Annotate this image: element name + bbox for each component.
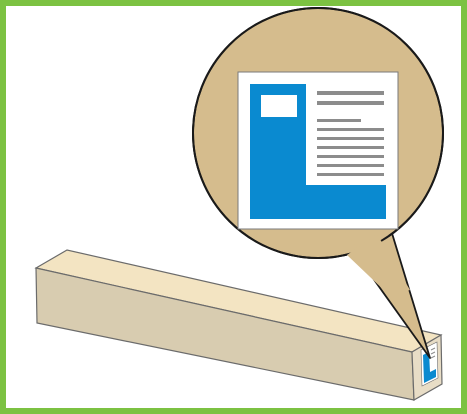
label-window	[261, 95, 297, 117]
enlarged-label	[238, 72, 398, 229]
